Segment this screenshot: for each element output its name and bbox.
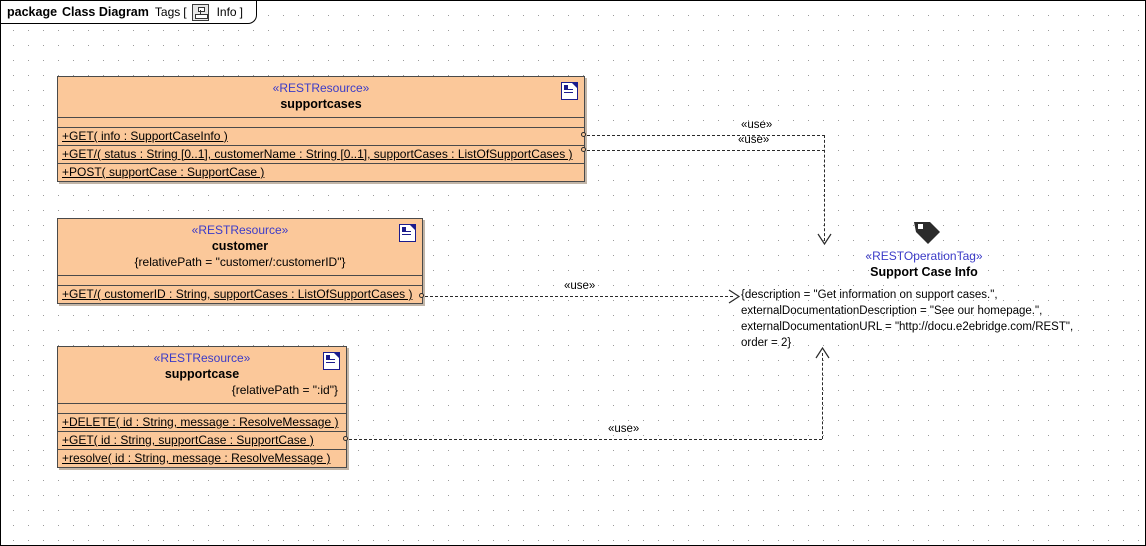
- operation-signature: +GET/( status : String [0..1], customerN…: [62, 147, 573, 161]
- bracket-open: [: [183, 5, 187, 19]
- tag-stereotype: «RESTOperationTag»: [865, 249, 983, 263]
- use-connector-2-label: «use»: [738, 134, 770, 146]
- class-name: supportcases: [280, 97, 362, 111]
- tag-property-line: {description = "Get information on suppo…: [741, 289, 998, 301]
- class-supportcase[interactable]: «RESTResource» supportcase {relativePath…: [57, 346, 347, 468]
- attributes-compartment: [58, 276, 422, 286]
- class-tagged-value: {relativePath = ":id"}: [231, 383, 338, 397]
- package-keyword: package: [7, 5, 58, 19]
- use-connector-3-label: «use»: [564, 280, 596, 292]
- tag-properties-block: {description = "Get information on suppo…: [741, 287, 1073, 351]
- class-name: supportcase: [164, 367, 240, 381]
- compartment-divider: [58, 117, 584, 118]
- operations-compartment: +GET( info : SupportCaseInfo ) +GET/( st…: [58, 128, 584, 181]
- tag-value: Info: [216, 5, 237, 19]
- class-customer[interactable]: «RESTResource» customer {relativePath = …: [57, 218, 423, 304]
- tags-label: Tags: [154, 5, 181, 19]
- tag-property-line: order = 2}: [741, 337, 792, 349]
- operation-signature: +GET( info : SupportCaseInfo ): [62, 129, 228, 143]
- tree-hierarchy-icon: [191, 3, 209, 21]
- use-arrowhead-down: [817, 233, 832, 247]
- use-connector-1-label: «use»: [741, 119, 773, 131]
- use-arrowhead-right: [728, 289, 742, 304]
- operation-row[interactable]: +POST( supportCase : SupportCase ): [58, 164, 584, 181]
- connector-endpoint-ball: [343, 436, 348, 441]
- class-name: customer: [211, 239, 269, 253]
- operation-row[interactable]: +GET( id : String, supportCase : Support…: [58, 432, 346, 450]
- operation-signature: +POST( supportCase : SupportCase ): [62, 165, 265, 179]
- operation-signature: +GET( id : String, supportCase : Support…: [62, 433, 314, 447]
- use-connector-4-line: [349, 439, 822, 440]
- operations-compartment: +GET/( customerID : String, supportCases…: [58, 286, 422, 303]
- document-note-icon: [561, 82, 578, 100]
- document-note-icon: [399, 224, 416, 242]
- tag-property-line: externalDocumentationDescription = "See …: [741, 305, 1043, 317]
- operation-signature: +resolve( id : String, message : Resolve…: [62, 451, 331, 465]
- connector-endpoint-ball: [581, 147, 586, 152]
- class-stereotype: «RESTResource»: [153, 351, 251, 365]
- use-connector-vertical: [824, 135, 825, 241]
- operations-compartment: +DELETE( id : String, message : ResolveM…: [58, 414, 346, 467]
- document-note-icon: [323, 352, 340, 370]
- class-header: «RESTResource» customer {relativePath = …: [58, 219, 422, 275]
- bracket-close: ]: [239, 5, 243, 19]
- use-connector-2-line: [587, 150, 825, 151]
- operation-row[interactable]: +GET/( status : String [0..1], customerN…: [58, 146, 584, 164]
- tag-node-support-case-info[interactable]: «RESTOperationTag» Support Case Info: [849, 219, 999, 280]
- operation-signature: +DELETE( id : String, message : ResolveM…: [62, 415, 339, 429]
- tag-label-icon: [904, 219, 944, 247]
- attributes-compartment: [58, 118, 584, 128]
- operation-row[interactable]: +resolve( id : String, message : Resolve…: [58, 450, 346, 467]
- package-frame-tab: package Class Diagram Tags [ Info ]: [1, 1, 257, 24]
- compartment-divider: [58, 403, 346, 404]
- use-connector-3-line: [425, 296, 733, 297]
- operation-row[interactable]: +GET( info : SupportCaseInfo ): [58, 128, 584, 146]
- use-connector-4-label: «use»: [608, 423, 640, 435]
- use-connector-1-line: [587, 135, 825, 136]
- attributes-compartment: [58, 404, 346, 414]
- class-header: «RESTResource» supportcase {relativePath…: [58, 347, 346, 403]
- use-arrowhead-up: [815, 345, 830, 359]
- class-stereotype: «RESTResource»: [191, 223, 289, 237]
- operation-row[interactable]: +DELETE( id : String, message : ResolveM…: [58, 414, 346, 432]
- class-stereotype: «RESTResource»: [272, 81, 370, 95]
- class-header: «RESTResource» supportcases: [58, 77, 584, 117]
- connector-endpoint-ball: [419, 293, 424, 298]
- class-supportcases[interactable]: «RESTResource» supportcases +GET( info :…: [57, 76, 585, 182]
- operation-signature: +GET/( customerID : String, supportCases…: [62, 287, 413, 301]
- package-name: Class Diagram: [62, 5, 149, 19]
- class-tagged-value: {relativePath = "customer/:customerID"}: [134, 255, 346, 269]
- use-connector-4-vertical: [822, 353, 823, 439]
- connector-endpoint-ball: [581, 132, 586, 137]
- tag-property-line: externalDocumentationURL = "http://docu.…: [741, 321, 1074, 333]
- operation-row[interactable]: +GET/( customerID : String, supportCases…: [58, 286, 422, 303]
- compartment-divider: [58, 275, 422, 276]
- tag-name: Support Case Info: [870, 265, 978, 279]
